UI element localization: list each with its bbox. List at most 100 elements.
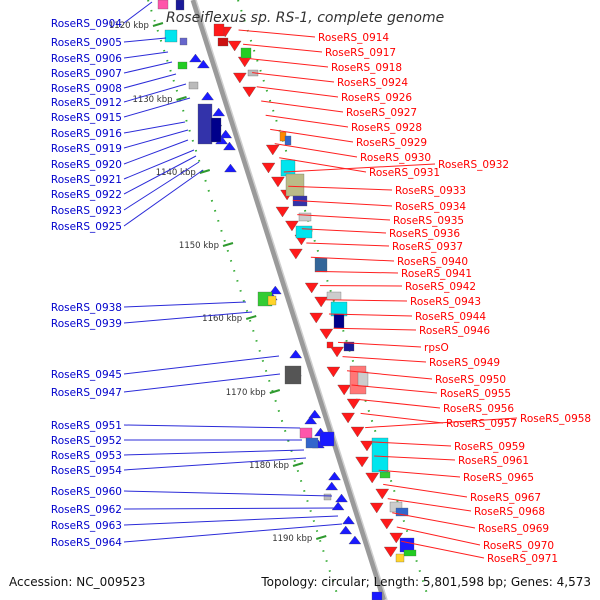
gene-label-right[interactable]: RoseRS_0970 (483, 540, 554, 552)
gene-arrow[interactable] (339, 525, 353, 535)
gene-label-right[interactable]: RoseRS_0917 (325, 47, 396, 59)
gene-box[interactable] (210, 117, 222, 143)
gene-box[interactable] (298, 212, 312, 222)
gene-box[interactable] (299, 427, 313, 439)
gene-label-right[interactable]: RoseRS_0967 (470, 492, 541, 504)
gene-box[interactable] (197, 103, 213, 145)
gene-box[interactable] (395, 553, 405, 563)
gene-label-right[interactable]: RoseRS_0971 (487, 553, 558, 565)
gene-arrow[interactable] (269, 285, 282, 295)
gene-arrow[interactable] (348, 535, 362, 545)
gene-label-left[interactable]: RoseRS_0920 (51, 159, 122, 171)
gene-box[interactable] (175, 0, 185, 11)
gene-label-left[interactable]: RoseRS_0925 (51, 221, 122, 233)
gene-arrow[interactable] (275, 206, 290, 218)
gene-box[interactable] (314, 257, 328, 273)
gene-arrow[interactable] (189, 53, 202, 63)
gene-label-left[interactable]: RoseRS_0954 (51, 465, 122, 477)
gene-arrow[interactable] (319, 328, 334, 340)
gene-arrow[interactable] (219, 129, 232, 139)
gene-label-right[interactable]: RoseRS_0937 (392, 241, 463, 253)
gene-box[interactable] (213, 23, 225, 37)
gene-arrow[interactable] (346, 398, 361, 410)
gene-label-right[interactable]: RoseRS_0936 (389, 228, 460, 240)
gene-label-right[interactable]: RoseRS_0961 (458, 455, 529, 467)
gene-arrow[interactable] (242, 86, 257, 98)
gene-arrow[interactable] (289, 248, 303, 260)
gene-label-left[interactable]: RoseRS_0906 (51, 53, 122, 65)
gene-arrow[interactable] (380, 518, 394, 530)
gene-label-right[interactable]: RoseRS_0942 (405, 281, 476, 293)
gene-arrow[interactable] (265, 144, 280, 156)
gene-label-right[interactable]: RoseRS_0927 (346, 107, 417, 119)
gene-box[interactable] (379, 471, 391, 479)
gene-label-left[interactable]: RoseRS_0963 (51, 520, 122, 532)
gene-arrow[interactable] (355, 456, 369, 468)
gene-arrow[interactable] (360, 440, 374, 452)
gene-arrow[interactable] (326, 366, 341, 378)
gene-arrow[interactable] (233, 72, 247, 84)
gene-label-left[interactable]: RoseRS_0916 (51, 128, 122, 140)
gene-label-right[interactable]: RoseRS_0926 (341, 92, 412, 104)
gene-arrow[interactable] (289, 349, 302, 359)
gene-arrow[interactable] (223, 141, 236, 151)
gene-box[interactable] (395, 507, 409, 517)
gene-label-left[interactable]: RoseRS_0904 (51, 18, 122, 30)
gene-box[interactable] (326, 341, 334, 349)
gene-arrow[interactable] (285, 220, 299, 232)
gene-arrow[interactable] (212, 107, 225, 117)
gene-label-left[interactable]: RoseRS_0922 (51, 189, 122, 201)
gene-arrow[interactable] (309, 312, 324, 324)
gene-label-right[interactable]: RoseRS_0969 (478, 523, 549, 535)
gene-arrow[interactable] (331, 501, 345, 511)
gene-label-left[interactable]: RoseRS_0923 (51, 205, 122, 217)
gene-label-left[interactable]: RoseRS_0962 (51, 504, 122, 516)
gene-box[interactable] (295, 225, 313, 239)
gene-label-right[interactable]: RoseRS_0955 (440, 388, 511, 400)
gene-box[interactable] (284, 135, 292, 146)
gene-arrow[interactable] (383, 546, 398, 558)
gene-label-left[interactable]: RoseRS_0945 (51, 369, 122, 381)
gene-arrow[interactable] (224, 163, 237, 173)
gene-label-right[interactable]: RoseRS_0918 (331, 62, 402, 74)
gene-label-left[interactable]: RoseRS_0953 (51, 450, 122, 462)
gene-label-left[interactable]: RoseRS_0915 (51, 112, 122, 124)
gene-label-left[interactable]: RoseRS_0921 (51, 174, 122, 186)
gene-label-right[interactable]: RoseRS_0957 (446, 418, 517, 430)
gene-arrow[interactable] (271, 176, 285, 188)
gene-arrow[interactable] (375, 488, 390, 500)
gene-label-right[interactable]: RoseRS_0940 (397, 256, 468, 268)
gene-label-right[interactable]: RoseRS_0944 (415, 311, 486, 323)
gene-box[interactable] (371, 591, 383, 600)
gene-label-right[interactable]: RoseRS_0924 (337, 77, 408, 89)
gene-label-right[interactable]: RoseRS_0949 (429, 357, 500, 369)
gene-box[interactable] (284, 365, 302, 385)
gene-label-right[interactable]: RoseRS_0968 (474, 506, 545, 518)
gene-label-right[interactable]: RoseRS_0941 (401, 268, 472, 280)
gene-arrow[interactable] (314, 296, 328, 308)
gene-label-right[interactable]: RoseRS_0958 (520, 413, 591, 425)
gene-box[interactable] (217, 37, 229, 47)
gene-arrow[interactable] (328, 471, 341, 481)
gene-box[interactable] (323, 493, 332, 501)
gene-label-right[interactable]: RoseRS_0956 (443, 403, 514, 415)
gene-box[interactable] (333, 313, 345, 329)
gene-label-left[interactable]: RoseRS_0919 (51, 143, 122, 155)
gene-box[interactable] (305, 437, 319, 449)
gene-arrow[interactable] (350, 426, 365, 438)
gene-label-left[interactable]: RoseRS_0964 (51, 537, 122, 549)
gene-label-right[interactable]: RoseRS_0934 (395, 201, 466, 213)
gene-label-right[interactable]: RoseRS_0931 (369, 167, 440, 179)
gene-box[interactable] (343, 341, 355, 352)
gene-label-right[interactable]: RoseRS_0914 (318, 32, 389, 44)
gene-box[interactable] (164, 29, 178, 43)
gene-box[interactable] (188, 81, 199, 90)
gene-label-left[interactable]: RoseRS_0905 (51, 37, 122, 49)
gene-box[interactable] (179, 37, 188, 46)
gene-arrow[interactable] (201, 91, 214, 101)
gene-label-right[interactable]: RoseRS_0932 (438, 159, 509, 171)
gene-label-right[interactable]: RoseRS_0959 (454, 441, 525, 453)
gene-label-right[interactable]: RoseRS_0946 (419, 325, 490, 337)
gene-arrow[interactable] (369, 502, 384, 514)
gene-arrow[interactable] (341, 412, 355, 424)
